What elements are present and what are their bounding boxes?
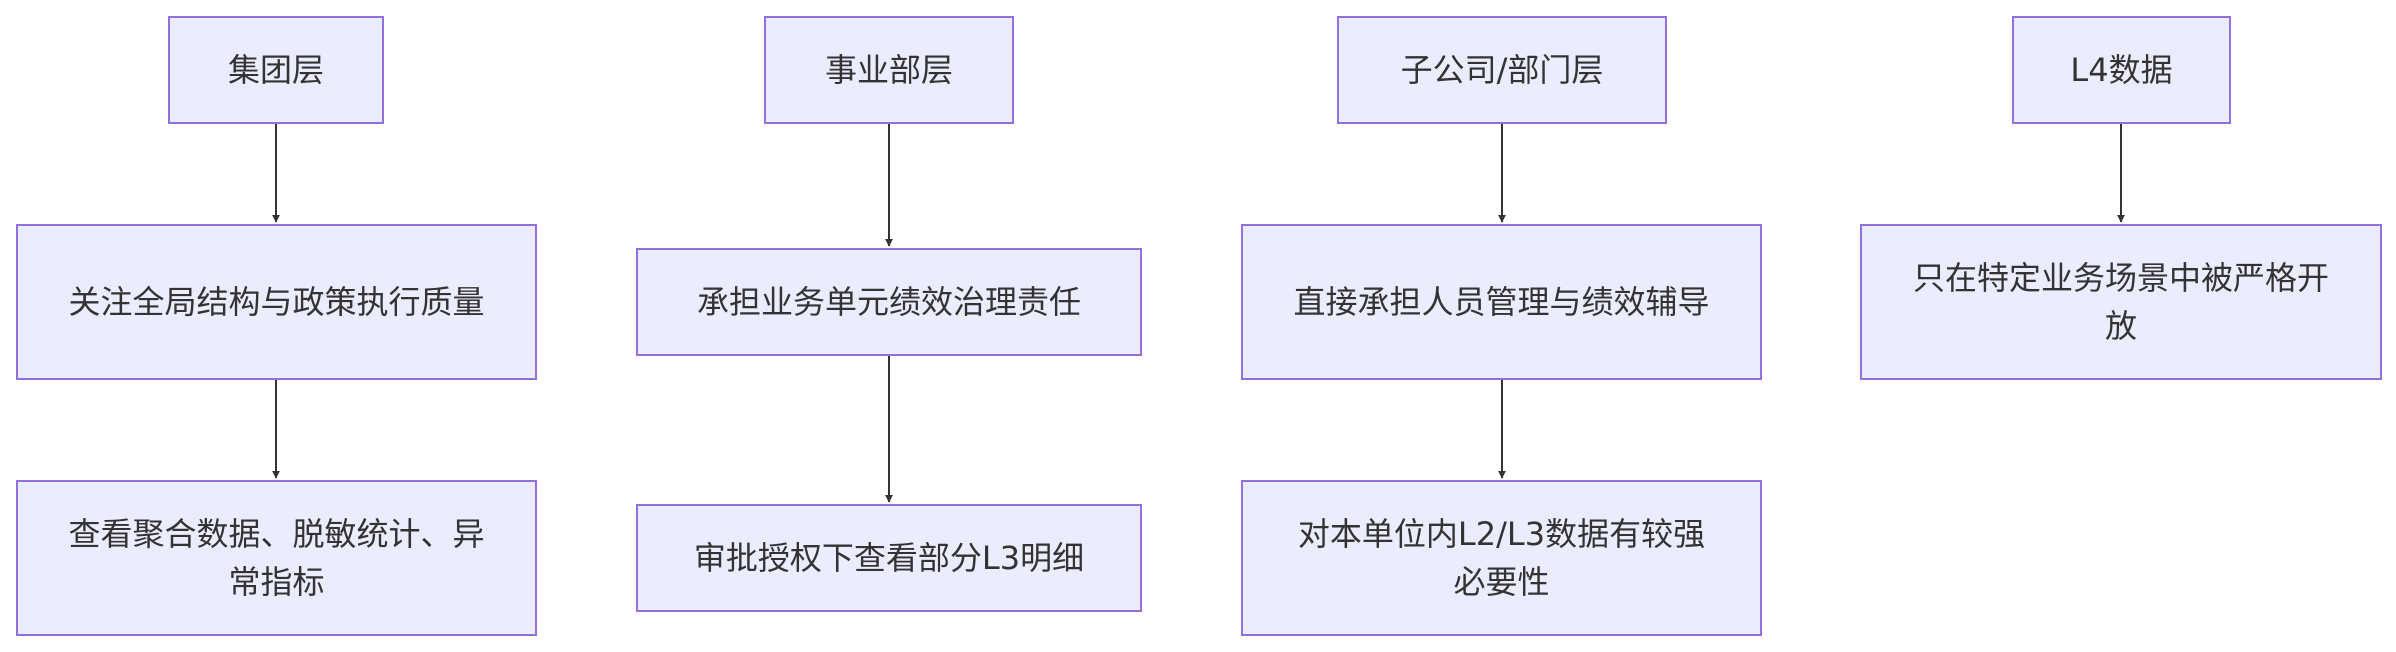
node-focus-global-structure-label: 关注全局结构与政策执行质量 [68,283,485,321]
node-l4-data-label: L4数据 [2070,51,2173,89]
node-subsidiary-department-level-label: 子公司/部门层 [1400,51,1604,89]
node-l2-l3-data-necessity: 对本单位内L2/L3数据有较强必要性 [1241,480,1762,636]
node-view-aggregated-data: 查看聚合数据、脱敏统计、异常指标 [16,480,537,636]
node-view-l3-details: 审批授权下查看部分L3明细 [636,504,1142,612]
node-strictly-opened-label: 只在特定业务场景中被严格开放 [1912,259,2329,345]
node-performance-governance: 承担业务单元绩效治理责任 [636,248,1142,356]
node-personnel-management: 直接承担人员管理与绩效辅导 [1241,224,1762,380]
node-l4-data: L4数据 [2012,16,2231,124]
node-l2-l3-data-necessity-label: 对本单位内L2/L3数据有较强必要性 [1297,515,1706,601]
node-group-level-label: 集团层 [227,51,324,89]
node-focus-global-structure: 关注全局结构与政策执行质量 [16,224,537,380]
node-business-division-level: 事业部层 [764,16,1014,124]
node-subsidiary-department-level: 子公司/部门层 [1337,16,1667,124]
node-group-level: 集团层 [168,16,384,124]
node-strictly-opened: 只在特定业务场景中被严格开放 [1860,224,2382,380]
node-performance-governance-label: 承担业务单元绩效治理责任 [696,283,1081,321]
node-personnel-management-label: 直接承担人员管理与绩效辅导 [1293,283,1710,321]
node-view-l3-details-label: 审批授权下查看部分L3明细 [693,539,1085,577]
node-view-aggregated-data-label: 查看聚合数据、脱敏统计、异常指标 [68,515,485,601]
node-business-division-level-label: 事业部层 [824,51,953,89]
